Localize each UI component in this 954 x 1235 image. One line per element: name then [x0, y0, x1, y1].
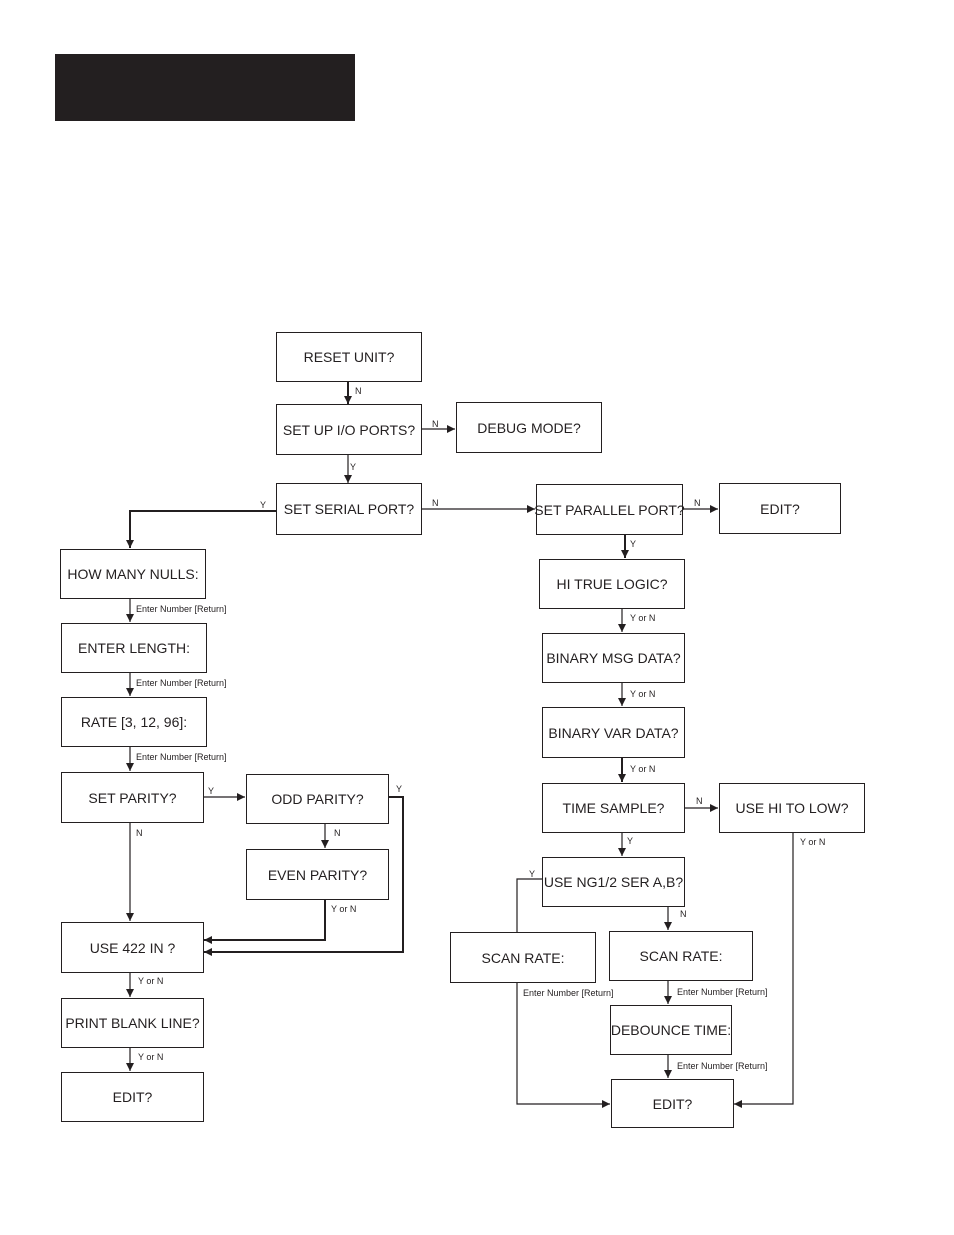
box-label: PRINT BLANK LINE?: [65, 1015, 200, 1031]
label-odd-y: Y: [396, 784, 403, 794]
label-parity-n: N: [136, 828, 143, 838]
label-serial-y: Y: [260, 500, 267, 510]
arrow-even-to-422: [204, 900, 326, 944]
arrow-serial-to-nulls: [126, 510, 276, 548]
box-label: USE NG1/2 SER A,B?: [543, 874, 684, 890]
box-scan-rate-left: SCAN RATE:: [450, 932, 596, 983]
box-reset-unit: RESET UNIT?: [276, 332, 422, 382]
box-set-parallel-port: SET PARALLEL PORT?: [534, 484, 685, 535]
box-label: SET PARITY?: [88, 789, 177, 806]
box-label: USE HI TO LOW?: [735, 800, 849, 816]
arrow-hitolow-to-edit: [734, 833, 794, 1108]
box-use-ng12-ser: USE NG1/2 SER A,B?: [542, 857, 685, 907]
label-binvar-yn: Y or N: [630, 764, 656, 774]
box-label: RATE [3, 12, 96]:: [80, 714, 188, 730]
box-time-sample: TIME SAMPLE?: [542, 783, 685, 833]
box-label: ENTER LENGTH:: [77, 640, 190, 656]
box-how-many-nulls: HOW MANY NULLS:: [60, 549, 206, 599]
box-debug-mode: DEBUG MODE?: [456, 402, 602, 453]
box-use-hi-to-low: USE HI TO LOW?: [719, 783, 865, 833]
box-print-blank-line: PRINT BLANK LINE?: [61, 998, 204, 1048]
header-bar: [55, 54, 355, 121]
box-label: TIME SAMPLE?: [562, 800, 665, 816]
box-label: EDIT?: [112, 1089, 153, 1105]
box-label: BINARY MSG DATA?: [546, 650, 681, 666]
label-ng12-n: N: [680, 909, 687, 919]
box-debounce-time: DEBOUNCE TIME:: [610, 1005, 732, 1055]
box-label: EVEN PARITY?: [267, 866, 368, 883]
box-label: ODD PARITY?: [271, 791, 364, 807]
label-hitrue-yn: Y or N: [630, 613, 656, 623]
label-length-enter: Enter Number [Return]: [136, 678, 227, 688]
box-label: SET UP I/O PORTS?: [282, 421, 416, 438]
label-serial-n: N: [432, 498, 439, 508]
box-set-serial-port: SET SERIAL PORT?: [276, 483, 422, 535]
box-edit-top-right: EDIT?: [719, 483, 841, 534]
label-debounce-enter: Enter Number [Return]: [677, 1061, 768, 1071]
box-binary-msg-data: BINARY MSG DATA?: [542, 633, 685, 683]
label-reset-n: N: [355, 386, 362, 396]
box-edit-bottom-right: EDIT?: [611, 1079, 734, 1128]
box-label: DEBUG MODE?: [477, 419, 581, 436]
box-odd-parity: ODD PARITY?: [246, 774, 389, 824]
box-even-parity: EVEN PARITY?: [246, 849, 389, 900]
label-setup-n: N: [432, 419, 439, 429]
label-scanleft-enter: Enter Number [Return]: [523, 988, 614, 998]
label-nulls-enter: Enter Number [Return]: [136, 604, 227, 614]
box-label: EDIT?: [652, 1095, 693, 1112]
box-edit-left: EDIT?: [61, 1072, 204, 1122]
box-set-up-io-ports: SET UP I/O PORTS?: [276, 404, 422, 455]
box-set-parity: SET PARITY?: [61, 772, 204, 823]
box-label: SCAN RATE:: [639, 948, 723, 964]
label-setup-y: Y: [350, 462, 357, 472]
box-label: HOW MANY NULLS:: [67, 566, 199, 582]
box-enter-length: ENTER LENGTH:: [61, 623, 207, 673]
label-422-yn: Y or N: [138, 976, 164, 986]
label-hitolow-yn: Y or N: [800, 837, 826, 847]
label-odd-n: N: [334, 828, 341, 838]
box-binary-var-data: BINARY VAR DATA?: [542, 707, 685, 758]
label-scanright-enter: Enter Number [Return]: [677, 987, 768, 997]
label-even-yn: Y or N: [331, 904, 357, 914]
box-hi-true-logic: HI TRUE LOGIC?: [539, 559, 685, 609]
arrow-ng12-y-to-edit: [516, 878, 610, 1108]
box-label: SCAN RATE:: [481, 949, 565, 966]
label-parity-y: Y: [208, 786, 215, 796]
box-label: HI TRUE LOGIC?: [556, 576, 668, 592]
label-binmsg-yn: Y or N: [630, 689, 656, 699]
label-timesample-y: Y: [627, 836, 634, 846]
box-label: DEBOUNCE TIME:: [610, 1022, 732, 1038]
box-label: EDIT?: [760, 500, 800, 517]
box-scan-rate-right: SCAN RATE:: [609, 931, 753, 981]
label-parallel-n: N: [694, 498, 701, 508]
label-print-yn: Y or N: [138, 1052, 164, 1062]
box-label: SET PARALLEL PORT?: [534, 501, 685, 518]
label-timesample-n: N: [696, 796, 703, 806]
label-rate-enter: Enter Number [Return]: [136, 752, 227, 762]
box-label: RESET UNIT?: [303, 349, 395, 365]
box-label: BINARY VAR DATA?: [548, 724, 679, 741]
box-label: SET SERIAL PORT?: [283, 501, 415, 517]
arrow-odd-y-to-422: [204, 796, 404, 956]
box-use-422-in: USE 422 IN ?: [61, 922, 204, 973]
label-parallel-y: Y: [630, 539, 637, 549]
box-rate: RATE [3, 12, 96]:: [61, 697, 207, 747]
box-label: USE 422 IN ?: [89, 939, 176, 956]
label-ng12-y: Y: [529, 869, 536, 879]
